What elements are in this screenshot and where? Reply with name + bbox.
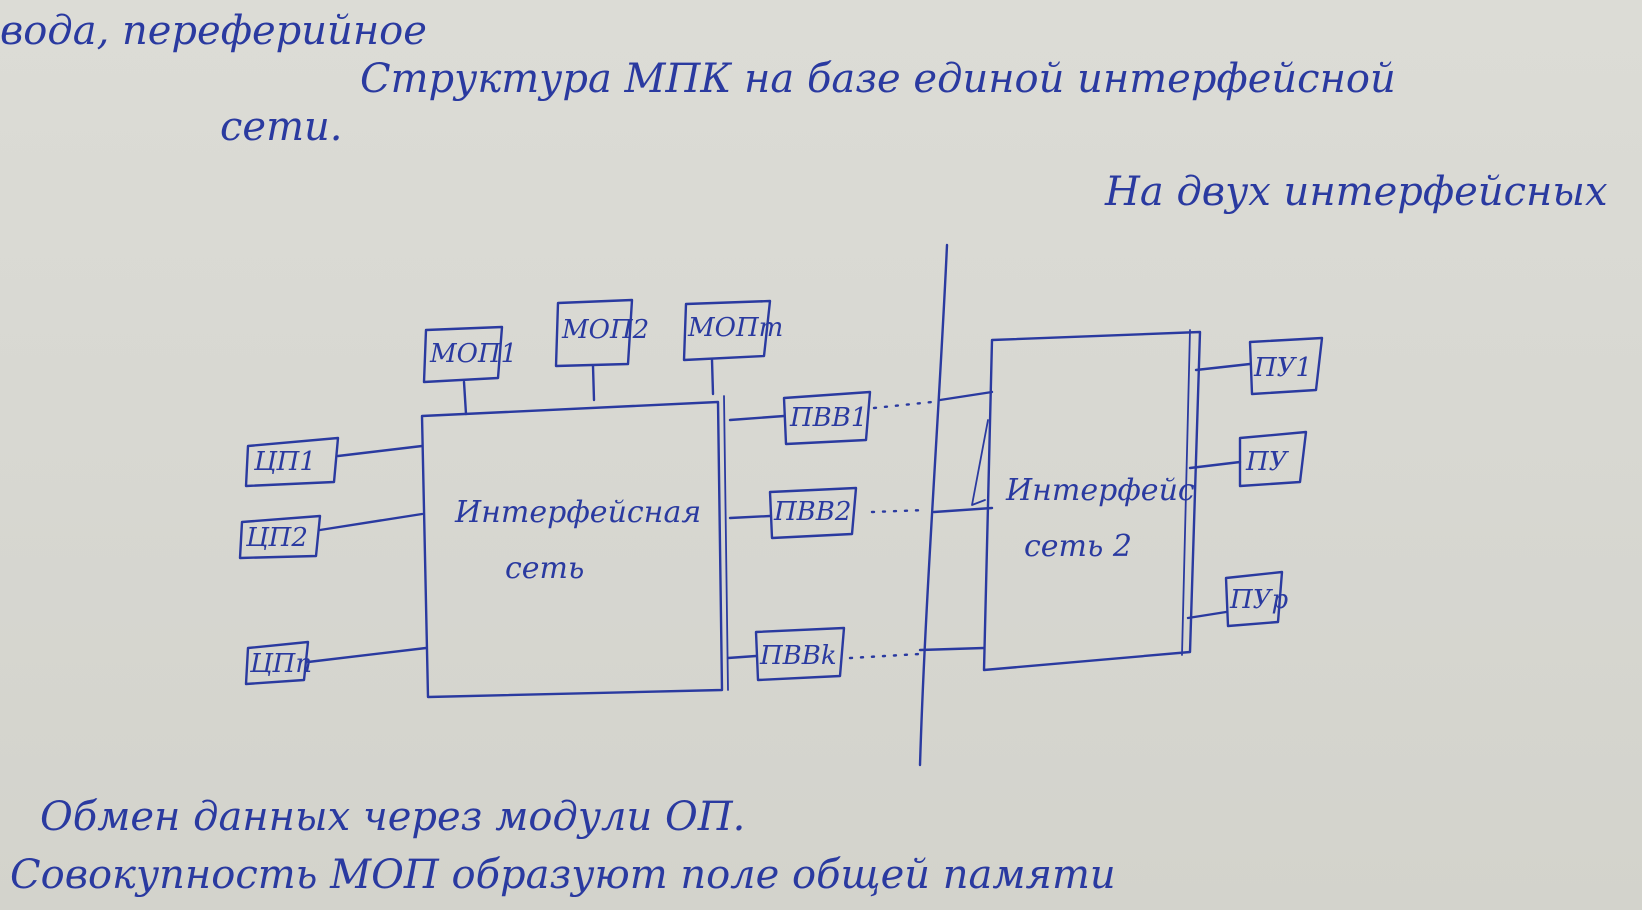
bus-line-3: [918, 646, 986, 652]
memory-module-label: МОП2: [561, 315, 649, 345]
processor-n: ЦПn: [244, 640, 428, 686]
memory-module-label: МОП1: [429, 339, 517, 369]
right-note: На двух интерфейсных: [1104, 169, 1608, 215]
peripheral-unit-p: ПУр: [1186, 570, 1288, 628]
network-1-label-line1: Интерфейсная: [454, 495, 701, 530]
network-1-label-line2: сеть: [505, 551, 584, 586]
bus-line-2: [932, 506, 994, 514]
processor-1: ЦП1: [244, 436, 424, 488]
memory-module-3: МОПm: [682, 299, 783, 396]
interface-network-1: Интерфейсная сеть: [420, 395, 729, 699]
network-2-label-line2: сеть 2: [1024, 529, 1132, 564]
peripheral-unit-label: ПУ1: [1253, 353, 1312, 383]
io-processor-label: ПВВ2: [773, 497, 851, 527]
io-processor-label: ПВВ1: [789, 403, 867, 433]
memory-module-label: МОПm: [687, 313, 783, 343]
processor-label: ЦП2: [245, 523, 308, 553]
processor-label: ЦП1: [253, 447, 316, 477]
peripheral-unit-1: ПУ1: [1194, 336, 1324, 396]
top-line-text: вода, переферийное: [0, 8, 427, 54]
memory-module-2: МОП2: [554, 298, 649, 402]
peripheral-unit-label: ПУр: [1229, 585, 1288, 615]
memory-module-1: МОП1: [422, 325, 517, 416]
peripheral-unit-2: ПУ: [1188, 430, 1308, 488]
io-processor-k: ПВВk: [726, 626, 846, 682]
link-dots-1: [872, 400, 934, 410]
processor-2: ЦП2: [238, 512, 424, 560]
link-dots-3: [848, 652, 922, 660]
peripheral-unit-label: ПУ: [1245, 447, 1290, 477]
network-2-label-line1: Интерфейс: [1005, 473, 1195, 508]
bus-line-1: [938, 390, 994, 402]
io-processor-label: ПВВk: [759, 641, 837, 671]
footer-line-2: Совокупность МОП образуют поле общей пам…: [10, 852, 1116, 898]
link-dots-2: [870, 508, 928, 514]
io-processor-1: ПВВ1: [728, 390, 872, 446]
io-processor-2: ПВВ2: [728, 486, 858, 540]
processor-label: ЦПn: [249, 649, 312, 679]
heading-continuation: сети.: [220, 104, 342, 150]
footer-line-1: Обмен данных через модули ОП.: [40, 794, 745, 840]
interface-network-2: Интерфейс сеть 2: [971, 329, 1202, 672]
heading-text: Структура МПК на базе единой интерфейсно…: [360, 56, 1396, 102]
divider-line: [918, 243, 949, 767]
